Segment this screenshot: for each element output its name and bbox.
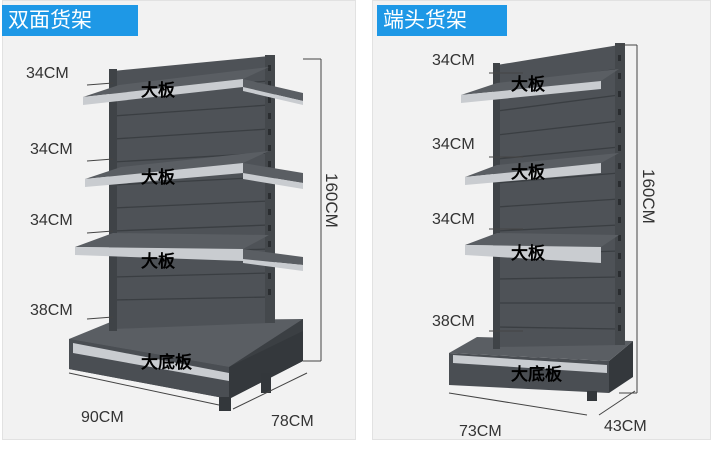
- width-label: 73CM: [459, 423, 502, 440]
- shelf-board-label-2: 大板: [511, 163, 545, 183]
- shelf-board-label-3: 大板: [511, 244, 545, 264]
- base-board-label: 大底板: [511, 365, 562, 385]
- total-height-label: 160CM: [639, 169, 658, 224]
- end-shelf-illustration: [448, 43, 638, 416]
- height-label-1: 34CM: [432, 52, 475, 69]
- height-label-4: 38CM: [30, 302, 73, 319]
- panel-title: 端头货架: [377, 5, 507, 36]
- shelf-board-label-1: 大板: [141, 81, 175, 101]
- height-label-4: 38CM: [432, 313, 475, 330]
- height-label-2: 34CM: [30, 141, 73, 158]
- end-shelf-panel: 端头货架: [372, 0, 711, 440]
- base-board-label: 大底板: [141, 353, 192, 373]
- height-label-3: 34CM: [432, 211, 475, 228]
- shelf-board-label-3: 大板: [141, 252, 175, 272]
- height-label-3: 34CM: [30, 212, 73, 229]
- double-sided-shelf-panel: 双面货架: [2, 0, 356, 440]
- double-sided-shelf-illustration: [68, 55, 322, 411]
- width-label: 90CM: [81, 409, 124, 426]
- total-height-label: 160CM: [322, 173, 341, 228]
- panel-title: 双面货架: [2, 5, 138, 36]
- depth-label: 78CM: [271, 413, 314, 430]
- height-label-1: 34CM: [26, 65, 69, 82]
- shelf-board-label-2: 大板: [141, 168, 175, 188]
- shelf-board-label-1: 大板: [511, 75, 545, 95]
- depth-label: 43CM: [604, 418, 647, 435]
- height-label-2: 34CM: [432, 136, 475, 153]
